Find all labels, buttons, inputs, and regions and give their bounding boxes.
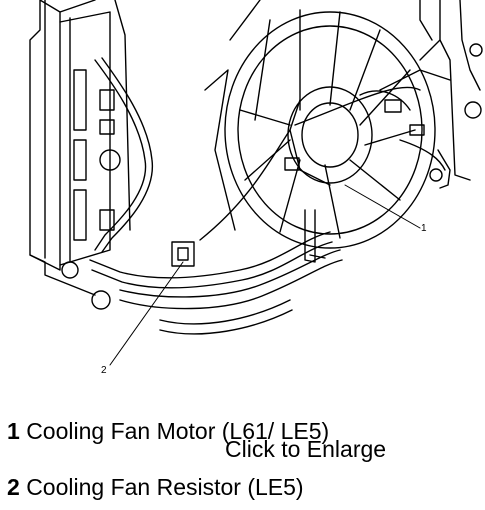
legend-text: Cooling Fan Resistor (LE5) (26, 474, 304, 500)
fan-motor (284, 86, 425, 263)
legend-number: 1 (7, 418, 20, 444)
leader-line-2 (109, 261, 184, 366)
legend-number: 2 (7, 474, 20, 500)
callout-1: 1 (421, 223, 427, 234)
wiring-harness (199, 69, 451, 241)
legend-item-1: 1 Cooling Fan Motor (L61/ LE5) (7, 418, 329, 444)
legend-text: Cooling Fan Motor (L61/ LE5) (26, 418, 330, 444)
fan-shroud (204, 0, 441, 249)
cooling-fan-illustration (29, 0, 483, 366)
click-to-enlarge-link[interactable]: Click to Enlarge (225, 436, 387, 462)
radiator-frame (29, 0, 131, 310)
coolant-lines (89, 57, 343, 335)
right-frame (419, 0, 483, 189)
legend-item-2: 2 Cooling Fan Resistor (LE5) (7, 474, 304, 500)
leader-line-1 (344, 184, 421, 229)
fan-resistor (171, 241, 195, 267)
callout-2: 2 (101, 365, 107, 376)
